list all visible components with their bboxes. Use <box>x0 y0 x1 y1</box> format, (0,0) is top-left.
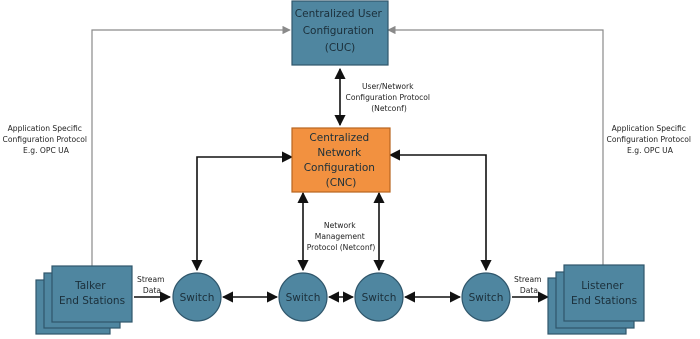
network-mgmt-protocol-label: Network Management Protocol (Netconf) <box>307 221 376 252</box>
cuc-node: Centralized User Configuration (CUC) <box>291 0 389 66</box>
switch-2: Switch <box>278 272 328 322</box>
listener-end-stations: Listener End Stations <box>547 264 645 335</box>
switch-2-label: Switch <box>286 292 321 304</box>
svg-text:Centralized User Configu: Centralized User Configuration (CUC) <box>295 8 385 54</box>
cuc-line-3: (CUC) <box>325 42 356 54</box>
app-protocol-right-label: Application Specific Configuration Proto… <box>607 124 694 155</box>
switch-4-label: Switch <box>469 292 504 304</box>
cnc-node: Centralized Network Configuration (CNC) <box>291 127 391 193</box>
cnc-line-2: Network <box>317 147 362 159</box>
cnc-switch4-arrow <box>388 149 492 272</box>
talker-line-1: Talker <box>74 280 106 292</box>
talker-to-cuc-line <box>91 25 291 268</box>
cnc-switch1-arrow <box>191 151 294 272</box>
talker-end-stations: Talker End Stations <box>35 265 133 335</box>
svg-text:Centralized Network: Centralized Network Configuration (CNC) <box>304 132 379 189</box>
switch-3: Switch <box>354 272 404 322</box>
stream-data-right-label: Stream Data <box>514 275 544 295</box>
svg-text:Talker End Stations: Talker End Stations <box>59 280 125 307</box>
cnc-line-1: Centralized <box>309 132 369 144</box>
cuc-line-2: Configuration <box>303 25 374 37</box>
switch-1-label: Switch <box>180 292 215 304</box>
listener-line-1: Listener <box>581 280 624 292</box>
svg-text:Listener End Stations: Listener End Stations <box>571 280 637 307</box>
switch-3-label: Switch <box>362 292 397 304</box>
listener-to-cuc-line <box>387 25 604 266</box>
switch-1: Switch <box>172 272 222 322</box>
cnc-line-4: (CNC) <box>326 177 357 189</box>
cnc-line-3: Configuration <box>304 162 375 174</box>
stream-data-left-label: Stream Data <box>137 275 167 295</box>
listener-line-2: End Stations <box>571 295 637 307</box>
switch-4: Switch <box>461 272 511 322</box>
app-protocol-left-label: Application Specific Configuration Proto… <box>3 124 90 155</box>
talker-line-2: End Stations <box>59 295 125 307</box>
user-network-protocol-label: User/Network Configuration Protocol (Net… <box>346 82 433 113</box>
connectors <box>91 25 604 303</box>
cuc-line-1: Centralized User <box>295 8 383 20</box>
